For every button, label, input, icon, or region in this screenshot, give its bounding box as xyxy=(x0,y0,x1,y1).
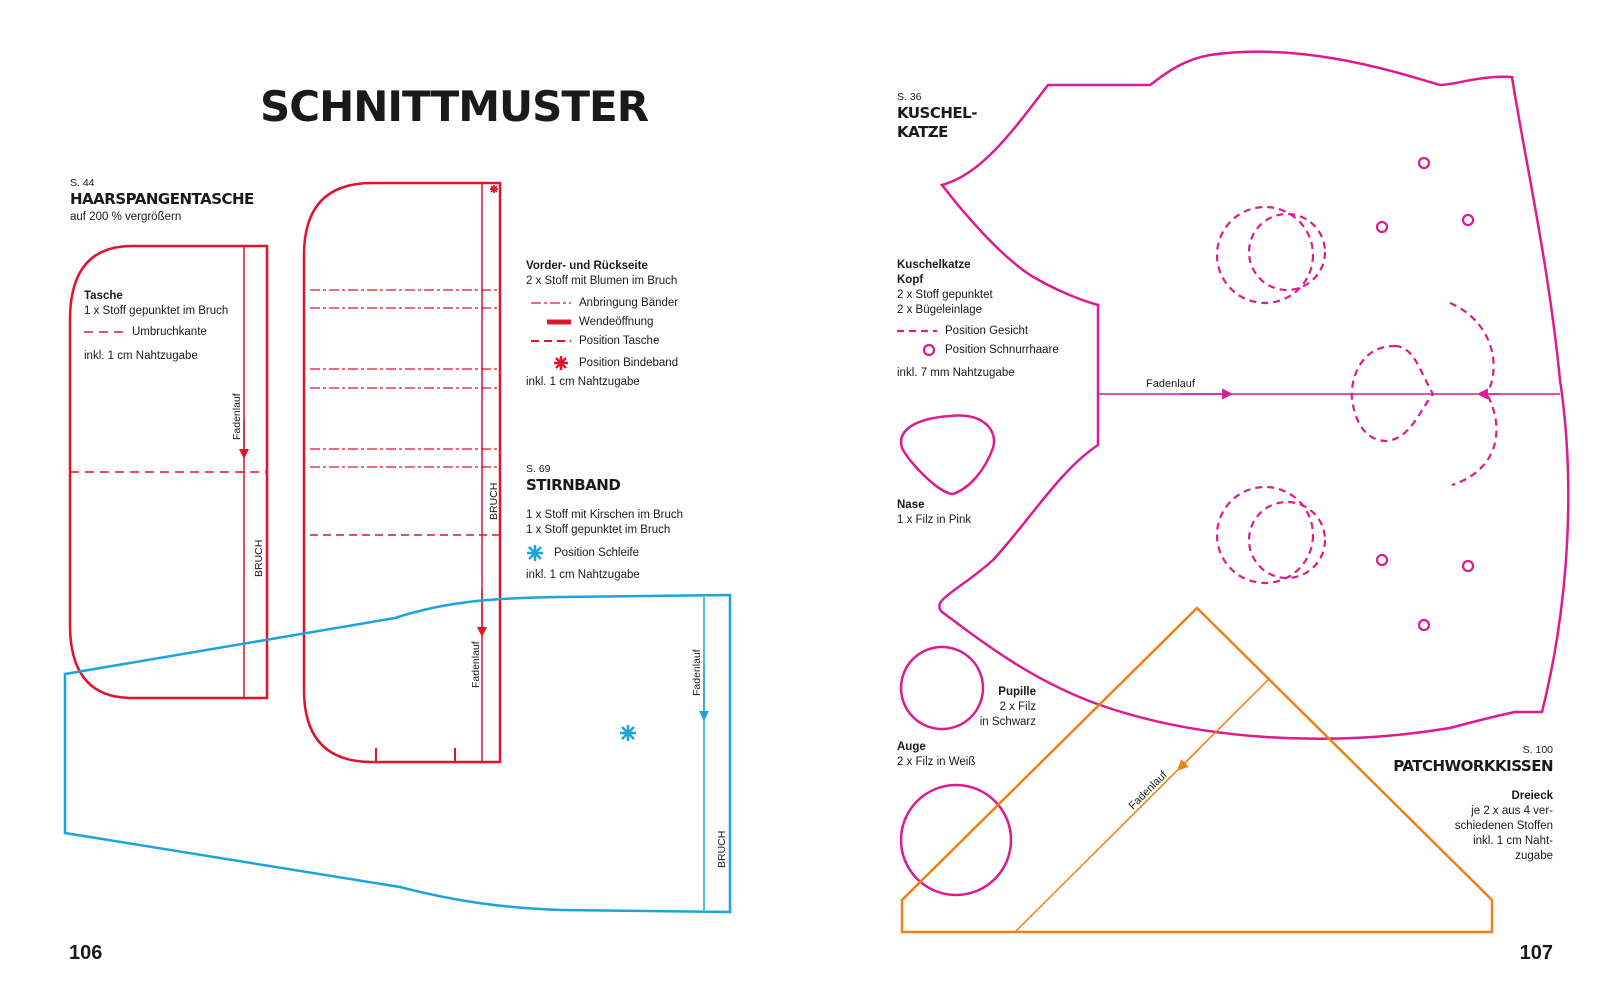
cat-grain-label: Fadenlauf xyxy=(1146,378,1196,390)
eye-piece xyxy=(899,783,1013,897)
legend-bow-position-text: Position Schleife xyxy=(554,547,640,559)
haarspangentasche-title: HAARSPANGENTASCHE xyxy=(70,190,254,208)
stirnband-pattern-piece xyxy=(63,593,732,914)
legend-bow-position: Position Schleife xyxy=(526,543,639,563)
cat-head-heading-1: Kuschelkatze xyxy=(897,259,971,271)
dreieck-line-1: je 2 x aus 4 ver- xyxy=(1471,805,1553,817)
legend-tie-band: Position Bindeband xyxy=(531,354,678,372)
legend-turning-opening-text: Wendeöffnung xyxy=(579,316,654,328)
tasche-outline xyxy=(68,244,269,700)
dreieck-line-4: zugabe xyxy=(1515,850,1553,862)
front-back-allowance: inkl. 1 cm Nahtzugabe xyxy=(526,376,640,388)
blue-asterisk-icon xyxy=(527,545,543,561)
tasche-fold-label: BRUCH xyxy=(253,540,265,577)
legend-face-position: Position Gesicht xyxy=(897,325,1028,337)
nose-position-dash xyxy=(1350,344,1435,443)
legend-whisker-position-text: Position Schnurrhaare xyxy=(945,344,1059,356)
haarspangentasche-note: auf 200 % vergrößern xyxy=(70,211,182,223)
pupil-heading: Pupille xyxy=(998,686,1036,698)
front-back-heading: Vorder- und Rückseite xyxy=(526,260,648,272)
cat-head-outline xyxy=(938,50,1570,741)
dashed-line-swatch xyxy=(84,331,124,333)
stirnband-quantity-2: 1 x Stoff gepunktet im Bruch xyxy=(526,524,671,536)
tasche-heading: Tasche xyxy=(84,290,123,302)
bold-dash-swatch xyxy=(531,340,571,342)
cat-head-heading-2: Kopf xyxy=(897,274,924,286)
page-number-right: 107 xyxy=(1519,942,1553,964)
pupil-quantity-2: in Schwarz xyxy=(979,716,1036,728)
page-title: SCHNITTMUSTER xyxy=(260,82,649,131)
tasche-grain-label: Fadenlauf xyxy=(231,393,243,440)
kuschelkatze-title-line-2: KATZE xyxy=(897,123,948,141)
legend-ribbon-placement: Anbringung Bänder xyxy=(531,297,678,309)
front-back-fold-label: BRUCH xyxy=(488,483,500,520)
ribbon-placement-lines xyxy=(310,289,500,468)
solid-bar-swatch xyxy=(547,319,571,325)
magenta-dash-swatch xyxy=(897,329,937,333)
stirnband-quantity-1: 1 x Stoff mit Kirschen im Bruch xyxy=(526,509,684,521)
dreieck-pattern-piece xyxy=(900,606,1494,934)
legend-pocket-position-text: Position Tasche xyxy=(579,335,660,347)
eye-heading: Auge xyxy=(897,741,926,753)
legend-face-position-text: Position Gesicht xyxy=(945,325,1029,337)
tasche-quantity: 1 x Stoff gepunktet im Bruch xyxy=(84,305,229,317)
front-back-grain-label: Fadenlauf xyxy=(470,641,482,688)
red-asterisk-icon xyxy=(554,356,568,370)
nose-quantity: 1 x Filz in Pink xyxy=(897,514,972,526)
magenta-circle-swatch xyxy=(922,343,936,357)
legend-whisker-position: Position Schnurrhaare xyxy=(897,343,1059,357)
tasche-legend-fold: Umbruchkante xyxy=(84,326,207,338)
tie-band-position-asterisk xyxy=(490,185,498,193)
stirnband-fold-label: BRUCH xyxy=(716,831,728,868)
dash-dot-swatch xyxy=(531,302,571,304)
patchworkkissen-page-ref: S. 100 xyxy=(1522,744,1553,756)
nose-heading: Nase xyxy=(897,499,925,511)
nose-piece xyxy=(899,414,996,496)
cat-head-allowance: inkl. 7 mm Nahtzugabe xyxy=(897,367,1015,379)
dreieck-line-3: inkl. 1 cm Naht- xyxy=(1473,835,1553,847)
front-back-outline xyxy=(302,181,502,764)
stirnband-title: STIRNBAND xyxy=(526,476,621,494)
legend-pocket-position: Position Tasche xyxy=(531,335,659,347)
face-position-dashes xyxy=(1215,205,1498,585)
whisker-position-circles xyxy=(1375,156,1475,632)
tasche-legend-fold-text: Umbruchkante xyxy=(132,326,207,338)
kuschelkatze-title-line-1: KUSCHEL- xyxy=(897,104,977,122)
bow-position-asterisk xyxy=(620,725,636,741)
pupil-piece xyxy=(899,645,985,731)
tasche-pattern-piece xyxy=(68,244,269,700)
dreieck-grain-line xyxy=(1014,679,1269,933)
dreieck-grain-label: Fadenlauf xyxy=(1127,768,1171,812)
stirnband-page-ref: S. 69 xyxy=(526,463,551,475)
stirnband-allowance: inkl. 1 cm Nahtzugabe xyxy=(526,569,640,581)
eye-quantity: 2 x Filz in Weiß xyxy=(897,756,976,768)
page-number-left: 106 xyxy=(69,942,103,964)
front-back-quantity: 2 x Stoff mit Blumen im Bruch xyxy=(526,275,678,287)
legend-tie-band-text: Position Bindeband xyxy=(579,357,679,369)
stirnband-outline xyxy=(63,593,732,914)
stirnband-grain-label: Fadenlauf xyxy=(691,649,703,696)
patchworkkissen-title: PATCHWORKKISSEN xyxy=(1393,757,1553,775)
tasche-allowance: inkl. 1 cm Nahtzugabe xyxy=(84,350,198,362)
mouth-upper-dash xyxy=(1449,301,1495,393)
legend-turning-opening: Wendeöffnung xyxy=(531,316,653,328)
cat-head-quantity-1: 2 x Stoff gepunktet xyxy=(897,289,993,301)
pupil-quantity-1: 2 x Filz xyxy=(999,701,1036,713)
legend-ribbon-placement-text: Anbringung Bänder xyxy=(579,297,679,309)
dreieck-line-2: schiedenen Stoffen xyxy=(1454,820,1553,832)
cat-head-quantity-2: 2 x Bügeleinlage xyxy=(897,304,983,316)
dreieck-grain-arrow xyxy=(1177,747,1201,771)
front-back-pattern-piece xyxy=(302,181,502,764)
haarspangentasche-page-ref: S. 44 xyxy=(70,177,95,189)
kuschelkatze-page-ref: S. 36 xyxy=(897,91,922,103)
dreieck-heading: Dreieck xyxy=(1511,790,1553,802)
mouth-lower-dash xyxy=(1451,395,1498,487)
kuschelkatze-head-piece xyxy=(938,50,1570,741)
dreieck-outline xyxy=(900,606,1494,934)
